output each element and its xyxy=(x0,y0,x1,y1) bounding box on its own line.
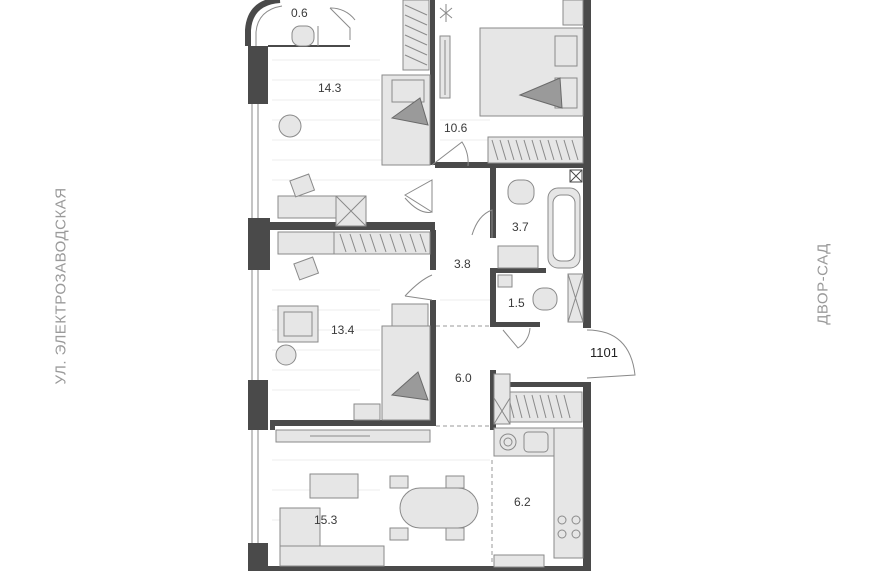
doors xyxy=(329,7,636,379)
room-area-kitchen: 6.2 xyxy=(514,495,531,509)
room-area-hall: 6.0 xyxy=(455,371,472,385)
zone-boundaries xyxy=(436,325,493,565)
room-area-living-room: 15.3 xyxy=(314,513,338,527)
apartment-number: 1101 xyxy=(590,345,618,360)
bedroom-3-furniture xyxy=(275,303,431,421)
living-room-furniture xyxy=(275,429,479,567)
bedroom-1-furniture xyxy=(278,0,453,166)
walls xyxy=(245,0,591,571)
study-furniture xyxy=(277,173,431,281)
room-labels: 0.6 14.3 10.6 3.7 3.8 1.5 13.4 6.0 15.3 … xyxy=(291,6,618,527)
room-area-bedroom-2: 10.6 xyxy=(444,121,468,135)
hall-furniture xyxy=(493,373,583,425)
room-area-bedroom-1: 14.3 xyxy=(318,81,342,95)
kitchen-fixtures xyxy=(493,427,584,568)
toilet-fixtures xyxy=(497,273,584,323)
room-area-balcony: 0.6 xyxy=(291,6,308,20)
room-area-toilet: 1.5 xyxy=(508,296,525,310)
bathroom-fixtures xyxy=(497,169,583,269)
room-area-bedroom-3: 13.4 xyxy=(331,323,355,337)
room-area-bathroom: 3.7 xyxy=(512,220,529,234)
bedroom-2-furniture xyxy=(479,0,584,164)
room-area-corridor: 3.8 xyxy=(454,257,471,271)
